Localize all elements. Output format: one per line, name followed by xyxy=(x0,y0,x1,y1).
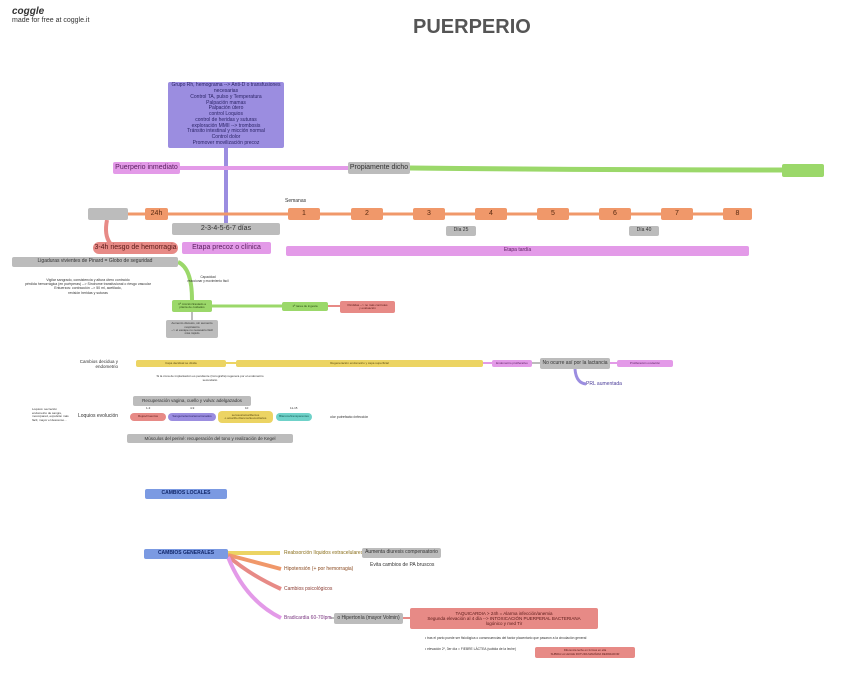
week-3[interactable]: 3 xyxy=(413,208,445,220)
diuresis-note[interactable]: Aumento diuresis, sin aumento respirator… xyxy=(166,320,218,338)
week-6[interactable]: 6 xyxy=(599,208,631,220)
loquios-sanguinolentos[interactable]: Sanguinolentos/amarronados xyxy=(168,413,216,421)
cambios-psicologicos-text[interactable]: Cambios psicológicos xyxy=(284,586,333,592)
loquios-day-1: 1-3 xyxy=(146,406,151,410)
week-8[interactable]: 8 xyxy=(723,208,752,220)
dia-25-node[interactable]: Día 25 xyxy=(446,226,476,236)
coggle-logo[interactable]: coggle xyxy=(12,6,45,17)
decidua-box-1[interactable]: Capa decidual se divide xyxy=(136,360,226,367)
subida-leche-node[interactable]: Diferencia leche en formas en ella SUBID… xyxy=(535,647,635,658)
perdidas-node[interactable]: Pérdidas --> no más controles y evaluaci… xyxy=(340,301,395,313)
taquicardia-node[interactable]: TAQUICARDIA > 24h = Alarma infección/ane… xyxy=(410,608,598,629)
loquios-rojos[interactable]: Rojos/cruentos xyxy=(130,413,166,421)
green-end-node[interactable] xyxy=(782,164,824,177)
page-title: PUERPERIO xyxy=(413,16,531,38)
semanas-label: Semanas xyxy=(285,198,307,204)
decidua-box-2[interactable]: Regeneración endometrio y capa superfici… xyxy=(236,360,483,367)
hipotension-text[interactable]: Hipotensión (+ por hemorragia) xyxy=(284,566,354,572)
week-4[interactable]: 4 xyxy=(475,208,507,220)
week-2[interactable]: 2 xyxy=(351,208,383,220)
primera-miccion-node[interactable]: 1ª micción/traslado a planta de cuidados xyxy=(172,300,212,312)
bullet-2: • elevación 2º, 3er día = FIEBRE LÁCTEA … xyxy=(425,647,516,651)
cambios-generales-node[interactable]: CAMBIOS GENERALES xyxy=(144,549,228,559)
loquios-day-2: 4-9 xyxy=(190,406,195,410)
hipertonia-node[interactable]: o Hipertonía (mayor Volmin) xyxy=(334,613,403,624)
reabsorcion-text[interactable]: Reabsorción líquidos extracelulares xyxy=(284,550,364,556)
recuperacion-node[interactable]: Recuperación vagina, cuello y vulva: ade… xyxy=(133,396,251,406)
decidua-note: Si la zona de implantación es pendiente … xyxy=(156,374,264,382)
week-1[interactable]: 1 xyxy=(288,208,320,220)
musculos-node[interactable]: Músculos del periné: recuperación del to… xyxy=(127,434,293,443)
dia-40-node[interactable]: Día 40 xyxy=(629,226,659,236)
etapa-tardia-node[interactable]: Etapa tardía xyxy=(286,246,749,256)
loquios-serosos[interactable]: serosos/amarillentos o amarillo-blancos/… xyxy=(218,411,273,423)
primera-ingesta-node[interactable]: 1ª tarea de ingesta xyxy=(282,302,328,311)
cambios-decidua-label: Cambios decidua y endometrio xyxy=(79,359,118,370)
propiamente-dicho-node[interactable]: Propiamente dicho xyxy=(348,162,410,174)
prl-label: PRL aumentada xyxy=(586,381,622,387)
timeline-start-node[interactable] xyxy=(88,208,128,220)
cambios-locales-node[interactable]: CAMBIOS LOCALES xyxy=(145,489,227,499)
aumenta-diuresis-node[interactable]: Aumenta diuresis compensatorio xyxy=(362,548,441,558)
week-7[interactable]: 7 xyxy=(661,208,693,220)
loquios-blancos[interactable]: Blancos/transparentes xyxy=(276,413,312,421)
decidua-box-4[interactable]: No ocurre así por la lactancia xyxy=(540,358,610,369)
week-5[interactable]: 5 xyxy=(537,208,569,220)
loquios-day-3: 10 xyxy=(245,406,249,410)
bradicardia-text[interactable]: Bradicardia 60-70lpm xyxy=(284,615,332,621)
etapa-precoz-node[interactable]: Etapa precoz o clínica xyxy=(182,242,271,254)
decidua-box-3[interactable]: Endometrio proliferativo xyxy=(492,360,532,367)
loquios-day-4: 11-15 xyxy=(290,406,298,410)
ligaduras-node[interactable]: Ligaduras vivientes de Pinard = Globo de… xyxy=(12,257,178,267)
riesgo-hemorragia-node[interactable]: 3-4h riesgo de hemorragia xyxy=(93,242,178,254)
decidua-box-5[interactable]: Proliferación ovulación xyxy=(617,360,673,367)
vigilar-text: Vigilar sangrado, consistencia y altura … xyxy=(25,278,151,295)
bullet-1: • tras el parto puede ser fisiológica o … xyxy=(425,636,587,640)
capacidad-note: Capacidad reaccionar y movimiento fácil xyxy=(187,275,229,283)
loquios-side-note: Loquios: secreción endometrio de sangre,… xyxy=(32,407,69,422)
dias-node[interactable]: 2-3-4-5-6-7 días xyxy=(172,223,280,235)
loquios-label: Loquios evolución xyxy=(78,413,119,419)
coggle-tagline[interactable]: made for free at coggle.it xyxy=(12,17,90,24)
control-list-box[interactable]: Grupo Rh, hemograma --> Anti-D o transfu… xyxy=(168,82,284,148)
timeline-24h[interactable]: 24h xyxy=(145,208,168,220)
puerperio-inmediato-node[interactable]: Puerperio inmediato xyxy=(113,162,180,174)
evita-cambios-text: Evita cambios de PA bruscos xyxy=(370,562,435,568)
olor-putrefacto-text: olor putrefacto=infección xyxy=(330,415,369,419)
